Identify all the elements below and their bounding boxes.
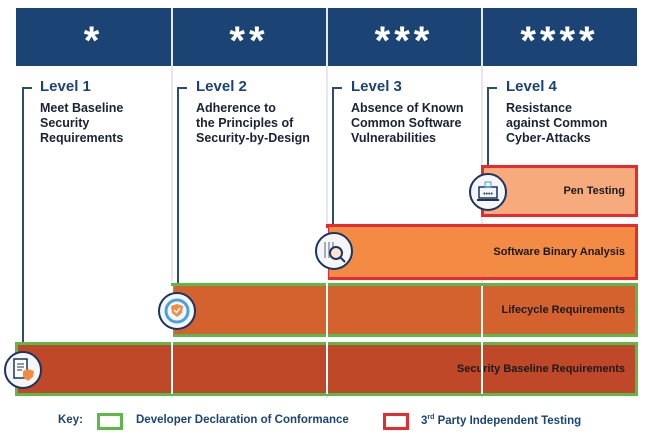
level-title: Level 4: [506, 78, 557, 95]
level-2-stars: **: [172, 8, 326, 66]
document-shield-icon: [4, 351, 42, 389]
bar-software-binary-analysis: Software Binary Analysis: [326, 224, 638, 280]
column-divider: [326, 8, 328, 398]
key-green-swatch: [97, 413, 123, 430]
bar-pen-testing: Pen Testing: [481, 165, 638, 217]
level-3-stars: ***: [327, 8, 481, 66]
connector-hook: [332, 87, 342, 89]
level-title: Level 1: [40, 78, 91, 95]
bar-divider: [326, 228, 328, 394]
connector-hook: [22, 87, 32, 89]
bar-divider: [171, 286, 173, 394]
level-1-stars: *: [16, 8, 171, 66]
connector-line: [332, 87, 334, 237]
bar-divider: [481, 286, 483, 394]
key-red-swatch: [383, 413, 409, 430]
connector-line: [22, 87, 24, 357]
level-title: Level 2: [196, 78, 247, 95]
connector-line: [177, 87, 179, 297]
connector-hook: [177, 87, 187, 89]
level-4-stars: ****: [482, 8, 637, 66]
connector-hook: [487, 87, 497, 89]
connector-line: [487, 87, 489, 177]
column-divider: [171, 8, 173, 398]
shield-cycle-icon: [158, 292, 196, 330]
laptop-lock-icon: ••••: [469, 173, 507, 211]
svg-text:••••: ••••: [483, 191, 493, 198]
key-developer-declaration: Developer Declaration of Conformance: [136, 414, 349, 426]
binary-magnifier-icon: [315, 232, 353, 270]
key-label: Key:: [58, 414, 83, 426]
bar-lifecycle-requirements: Lifecycle Requirements: [171, 283, 638, 337]
key-third-party-testing: 3rd Party Independent Testing: [421, 414, 582, 427]
level-title: Level 3: [351, 78, 402, 95]
